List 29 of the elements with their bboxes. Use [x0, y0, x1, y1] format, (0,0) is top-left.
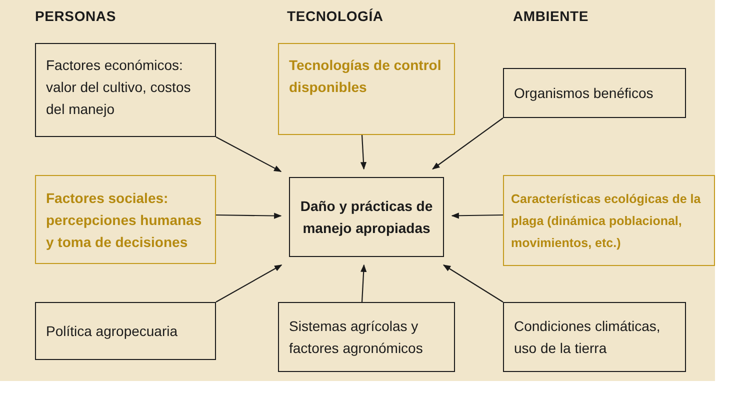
factor-box [35, 302, 216, 360]
factor-box [278, 302, 455, 372]
box-text: Características ecológicas de la plaga (dinámica poblacional, movimientos, etc.) [511, 190, 702, 252]
factor-box [35, 43, 216, 137]
box-text: Sistemas agrícolas y factores agronómicos [289, 317, 424, 358]
factor-box [503, 302, 686, 372]
arrow [216, 264, 282, 302]
factor-box [278, 43, 455, 135]
arrow [360, 134, 367, 170]
box-text: Tecnologías de control disponibles [289, 56, 442, 97]
arrow [216, 212, 282, 219]
arrow [451, 212, 503, 219]
box-text: Política agropecuaria [46, 322, 179, 341]
box-text: Organismos benéficos [514, 84, 654, 103]
arrow [432, 118, 504, 170]
column-heading: AMBIENTE [513, 8, 589, 24]
column-heading: TECNOLOGÍA [287, 8, 384, 24]
box-text: Factores sociales: percepciones humanas y toma de decisiones [46, 188, 203, 252]
central-box [289, 177, 444, 257]
arrow [360, 264, 367, 302]
arrow [442, 264, 504, 302]
box-text: Daño y prácticas de manejo apropiadas [299, 197, 434, 238]
factor-box [503, 68, 686, 118]
box-text: Factores económicos: valor del cultivo, costos del manejo [46, 56, 192, 119]
arrow [216, 136, 282, 172]
box-text: Condiciones climáticas, uso de la tierra [514, 317, 662, 358]
column-heading: PERSONAS [35, 8, 116, 24]
factor-box [35, 175, 216, 264]
factor-box [503, 175, 715, 266]
